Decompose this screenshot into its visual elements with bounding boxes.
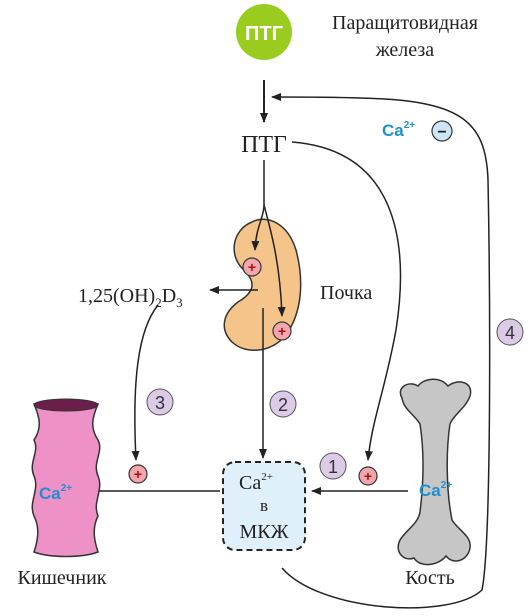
box-in-text: в — [260, 496, 268, 515]
bone-ca-label: Ca2+ — [419, 480, 452, 500]
box-ca-charge: 2+ — [261, 471, 273, 483]
vitd-to-intestine-arrow — [131, 304, 159, 461]
pathway-1-number: 1 — [328, 457, 338, 477]
kidney-plus-lower-sign: + — [278, 323, 286, 339]
intestine-plus-circle — [128, 464, 148, 484]
intestine-ca-text: Ca — [39, 484, 61, 503]
vitd-label: 1,25(OH)2D3 — [78, 285, 183, 310]
kidney-plus-upper-sign: + — [248, 259, 256, 275]
vitd-base: 1,25(OH) — [78, 285, 155, 307]
intestine-top-opening — [33, 398, 99, 412]
ptg-node — [236, 4, 292, 60]
kidney-plus-lower-circle — [272, 321, 292, 341]
bone-ca-text: Ca — [419, 481, 441, 500]
feedback-ca-label: Ca2+ — [382, 120, 415, 140]
bone-shape — [397, 378, 472, 566]
feedback-minus-sign: − — [437, 124, 446, 141]
feedback-minus-circle — [431, 120, 453, 142]
pathway-4-circle — [496, 318, 524, 346]
feedback-ca-charge: 2+ — [404, 120, 416, 131]
bone-plus-circle — [358, 466, 378, 486]
vitd-sub2: 3 — [176, 295, 183, 310]
feedback-loop-arrow — [271, 93, 491, 609]
ptg-to-kidney-arrow-2 — [263, 204, 286, 317]
feedback-ca-text: Ca — [382, 121, 404, 140]
kidney-plus-upper-circle — [242, 257, 262, 277]
box-ca-text: Ca — [239, 472, 261, 494]
intestine-plus-sign: + — [134, 466, 142, 482]
box-mkzh-text: МКЖ — [239, 521, 288, 543]
ptg-to-bone-arrow — [291, 141, 402, 461]
kidney-label: Почка — [320, 282, 372, 304]
bone-ca-charge: 2+ — [441, 480, 453, 491]
ptg-node-label: ПТГ — [245, 23, 283, 45]
ca-ecf-box — [222, 461, 306, 551]
intestine-ca-charge: 2+ — [61, 483, 73, 494]
bone-label: Кость — [405, 567, 455, 589]
ptg-hormone-label: ПТГ — [241, 132, 287, 158]
vitd-d: D — [162, 285, 176, 307]
box-ca-symbol: Ca2+ — [239, 471, 273, 494]
vitd-sub1: 2 — [155, 295, 162, 310]
pathway-1-circle — [319, 452, 347, 480]
intestine-label: Кишечник — [17, 567, 106, 589]
intestine-ca-label: Ca2+ — [39, 483, 72, 503]
pathway-2-circle — [269, 390, 297, 418]
gland-label-line2: железа — [375, 39, 434, 61]
pathway-3-circle — [146, 388, 174, 416]
pathway-4-number: 4 — [505, 323, 515, 343]
bone-plus-sign: + — [364, 468, 372, 484]
intestine-shape — [31, 400, 101, 558]
gland-label-line1: Паращитовидная — [332, 12, 478, 34]
pathway-2-number: 2 — [278, 395, 288, 415]
pathway-3-number: 3 — [155, 393, 165, 413]
